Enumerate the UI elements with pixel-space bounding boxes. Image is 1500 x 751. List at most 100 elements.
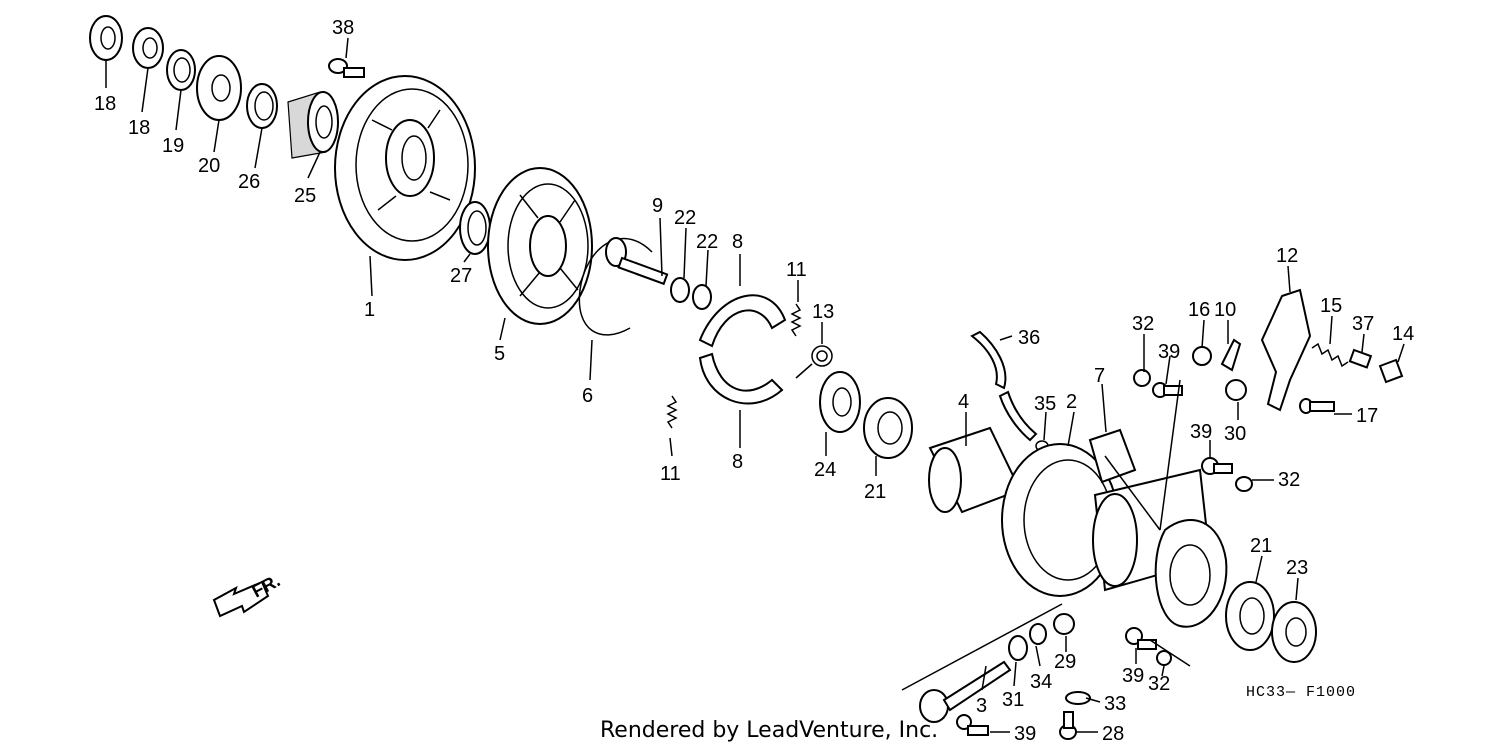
washer-20[interactable] xyxy=(196,55,242,121)
label-8b: 8 xyxy=(732,451,743,473)
washer-32a[interactable] xyxy=(1133,369,1151,387)
nut-30[interactable] xyxy=(1225,379,1247,401)
brake-shoe-8b[interactable] xyxy=(698,352,784,405)
label-26: 26 xyxy=(238,171,260,193)
label-11b: 11 xyxy=(660,463,681,485)
label-38: 38 xyxy=(332,17,354,39)
label-12: 12 xyxy=(1276,245,1298,267)
label-28: 28 xyxy=(1102,723,1124,745)
hose-36[interactable] xyxy=(970,330,1038,442)
label-24: 24 xyxy=(814,459,836,481)
pin-37[interactable] xyxy=(1348,348,1373,369)
nut-18a[interactable] xyxy=(89,15,123,61)
brake-cam-9[interactable] xyxy=(605,237,669,286)
washer-31[interactable] xyxy=(1008,635,1028,661)
pin-10[interactable] xyxy=(1220,338,1242,372)
bolt-39a[interactable] xyxy=(1152,382,1183,398)
label-31: 31 xyxy=(1002,689,1024,711)
bolt-38[interactable] xyxy=(328,58,365,78)
collar-25[interactable] xyxy=(287,91,339,159)
spring-11a[interactable] xyxy=(790,303,802,337)
label-33: 33 xyxy=(1104,693,1126,715)
label-5: 5 xyxy=(494,343,505,365)
label-19: 19 xyxy=(162,135,184,157)
label-35: 35 xyxy=(1034,393,1056,415)
label-1: 1 xyxy=(364,299,375,321)
washer-22a[interactable] xyxy=(670,277,690,303)
label-6: 6 xyxy=(582,385,593,407)
label-8a: 8 xyxy=(732,231,743,253)
bearing-24[interactable] xyxy=(819,371,861,433)
label-23: 23 xyxy=(1286,557,1308,579)
bolt-39b[interactable] xyxy=(1201,457,1233,475)
spacer-4[interactable] xyxy=(928,426,1022,514)
spring-13[interactable] xyxy=(795,345,833,379)
spring-11b[interactable] xyxy=(666,395,678,429)
label-9: 9 xyxy=(652,195,663,217)
seal-23[interactable] xyxy=(1271,601,1317,663)
washer-19[interactable] xyxy=(166,49,196,91)
washer-33[interactable] xyxy=(1065,691,1091,705)
front-direction-arrow: FR. xyxy=(212,570,283,618)
seal-26[interactable] xyxy=(246,83,278,129)
label-22b: 22 xyxy=(696,231,718,253)
label-15: 15 xyxy=(1320,295,1342,317)
label-27: 27 xyxy=(450,265,472,287)
diagram-code: HC33— F1000 xyxy=(1246,684,1356,701)
washer-32b[interactable] xyxy=(1235,476,1253,492)
label-21b: 21 xyxy=(1250,535,1272,557)
washer-32c[interactable] xyxy=(1156,650,1172,666)
washer-34[interactable] xyxy=(1029,623,1047,645)
label-22a: 22 xyxy=(674,207,696,229)
bearing-21a[interactable] xyxy=(863,397,913,459)
label-18a: 18 xyxy=(94,93,116,115)
label-3: 3 xyxy=(976,695,987,717)
axle-flange[interactable] xyxy=(1154,519,1228,628)
nut-16[interactable] xyxy=(1192,346,1212,366)
seal-27[interactable] xyxy=(459,201,491,255)
bracket-7[interactable] xyxy=(1088,428,1137,484)
label-39d: 39 xyxy=(1122,665,1144,687)
label-11a: 11 xyxy=(786,259,807,281)
label-13: 13 xyxy=(812,301,834,323)
label-37: 37 xyxy=(1352,313,1374,335)
label-32a: 32 xyxy=(1132,313,1154,335)
label-29: 29 xyxy=(1054,651,1076,673)
bolt-39c[interactable] xyxy=(956,714,989,736)
brake-drum-1[interactable] xyxy=(334,75,476,261)
brake-panel-5[interactable] xyxy=(487,167,593,325)
label-36: 36 xyxy=(1018,327,1040,349)
label-18b: 18 xyxy=(128,117,150,139)
label-2: 2 xyxy=(1066,391,1077,413)
part-labels: 18 18 19 20 26 25 38 1 27 5 6 9 22 22 8 … xyxy=(94,17,1414,745)
adjuster-bolt-3[interactable] xyxy=(919,660,1012,723)
spring-ring-6[interactable] xyxy=(578,237,653,336)
footer-credit: Rendered by LeadVenture, Inc. xyxy=(600,718,939,743)
bracket-12[interactable] xyxy=(1260,288,1312,412)
washer-22b[interactable] xyxy=(692,284,712,310)
bolt-39d[interactable] xyxy=(1125,627,1157,650)
label-34: 34 xyxy=(1030,671,1052,693)
label-4: 4 xyxy=(958,391,969,413)
label-39b: 39 xyxy=(1190,421,1212,443)
nut-29[interactable] xyxy=(1053,613,1075,635)
label-21a: 21 xyxy=(864,481,886,503)
label-16: 16 xyxy=(1188,299,1210,321)
bolt-17[interactable] xyxy=(1299,398,1335,414)
label-20: 20 xyxy=(198,155,220,177)
label-14: 14 xyxy=(1392,323,1414,345)
label-39c: 39 xyxy=(1014,723,1036,745)
label-39a: 39 xyxy=(1158,341,1180,363)
connector-14[interactable] xyxy=(1378,358,1404,384)
nut-18b[interactable] xyxy=(132,27,164,69)
label-32c: 32 xyxy=(1148,673,1170,695)
spring-15[interactable] xyxy=(1311,342,1349,368)
bolt-28[interactable] xyxy=(1059,711,1077,740)
label-10: 10 xyxy=(1214,299,1236,321)
label-17: 17 xyxy=(1356,405,1378,427)
leader-lines xyxy=(105,37,1405,733)
brake-shoe-8a[interactable] xyxy=(698,294,787,348)
bearing-21b[interactable] xyxy=(1225,581,1275,651)
label-25: 25 xyxy=(294,185,316,207)
